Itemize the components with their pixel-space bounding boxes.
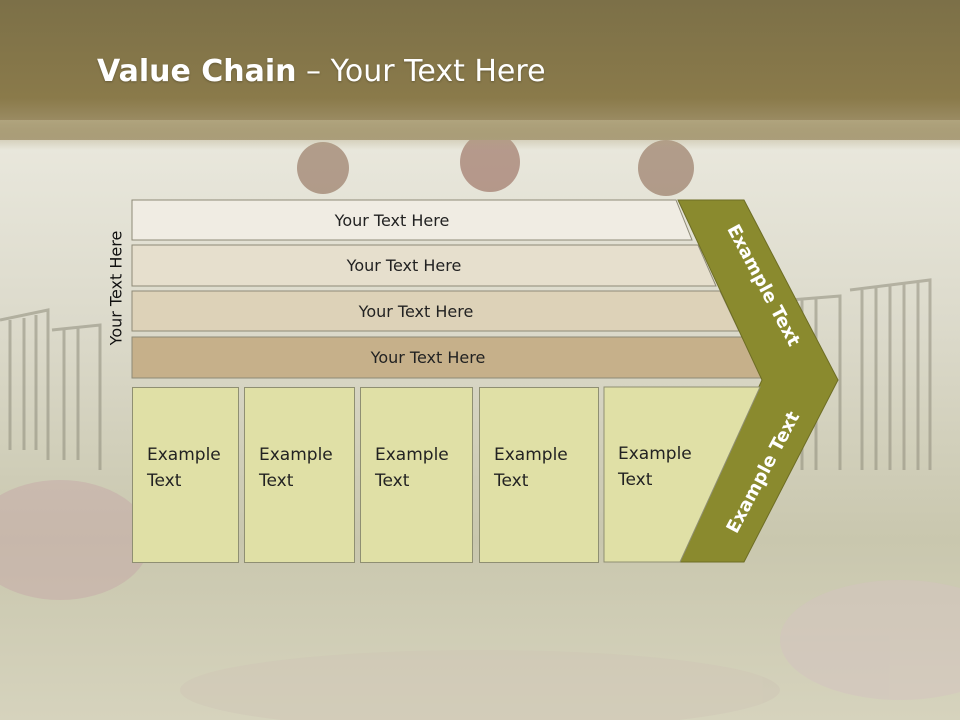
box-3-line2: Text <box>375 471 410 491</box>
box-2: Example Text <box>244 387 355 563</box>
row-4: Your Text Here <box>132 337 764 377</box>
chevron-shape <box>677 199 839 563</box>
box-shape-5 <box>603 386 761 563</box>
row-3-label: Your Text Here <box>358 301 474 321</box>
row-2: Your Text Here <box>132 245 716 285</box>
box-4: Example Text <box>479 387 599 563</box>
row-1: Your Text Here <box>132 200 692 240</box>
box-3-line1: Example <box>375 445 449 465</box>
box-2-line2: Text <box>259 471 294 491</box>
box-3: Example Text <box>360 387 473 563</box>
box-1-line2: Text <box>147 471 182 491</box>
box-2-line1: Example <box>259 445 333 465</box>
row-1-label: Your Text Here <box>334 210 450 230</box>
box-5-line2: Text <box>618 470 653 490</box>
row-3: Your Text Here <box>132 291 740 331</box>
box-5: Example Text <box>604 387 714 563</box>
row-4-label: Your Text Here <box>370 347 486 367</box>
page-title: Value Chain – Your Text Here <box>97 54 546 89</box>
box-5-line1: Example <box>618 444 692 464</box>
box-4-line2: Text <box>494 471 529 491</box>
box-1-line1: Example <box>147 445 221 465</box>
row-2-label: Your Text Here <box>346 255 462 275</box>
box-4-line1: Example <box>494 445 568 465</box>
box-1: Example Text <box>132 387 239 563</box>
